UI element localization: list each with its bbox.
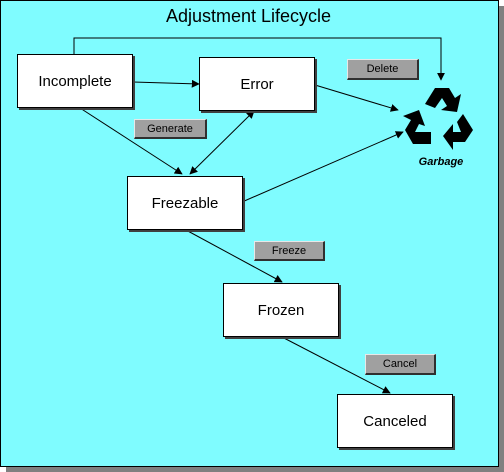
arrow-incomplete-to-error bbox=[132, 79, 200, 88]
arrow-frozen-to-canceled bbox=[281, 336, 391, 394]
state-canceled: Canceled bbox=[337, 394, 453, 448]
arrow-incomplete-to-garbage bbox=[73, 37, 445, 81]
state-freezable: Freezable bbox=[127, 176, 243, 230]
garbage-label: Garbage bbox=[418, 156, 464, 168]
arrow-error-to-garbage bbox=[314, 84, 399, 112]
arrow-error-freezable bbox=[189, 110, 255, 175]
state-frozen: Frozen bbox=[223, 283, 339, 337]
arrow-incomplete-to-freezable bbox=[79, 107, 183, 175]
arrow-freezable-to-garbage bbox=[241, 131, 404, 203]
action-delete-button[interactable]: Delete bbox=[347, 59, 419, 80]
arrow-freezable-to-frozen bbox=[185, 229, 283, 283]
diagram-title: Adjustment Lifecycle bbox=[165, 6, 332, 26]
action-freeze-button[interactable]: Freeze bbox=[254, 241, 325, 261]
state-incomplete: Incomplete bbox=[17, 54, 133, 108]
recycle-icon bbox=[403, 88, 473, 150]
action-cancel-button[interactable]: Cancel bbox=[365, 354, 436, 375]
state-error: Error bbox=[199, 57, 315, 111]
action-generate-button[interactable]: Generate bbox=[134, 119, 207, 139]
